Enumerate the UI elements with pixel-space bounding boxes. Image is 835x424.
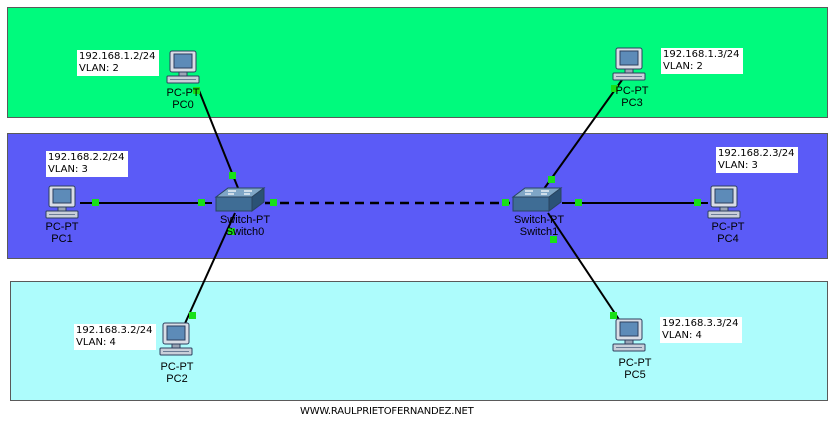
device-name-label: PC1 <box>51 233 73 245</box>
port-switch1-switch0 <box>502 199 509 206</box>
device-name-label: PC4 <box>717 233 739 245</box>
port-switch1-pc3 <box>548 176 555 183</box>
pc5-caption: PC-PT PC5 <box>595 357 675 381</box>
link-ports <box>92 85 701 319</box>
ip-address: 192.168.1.2/24 <box>79 51 156 62</box>
pc2-caption: PC-PT PC2 <box>137 361 217 385</box>
port-switch0-pc1 <box>198 199 205 206</box>
vlan-id: VLAN: 3 <box>718 160 758 171</box>
pc0-caption: PC-PT PC0 <box>143 87 223 111</box>
pc4-caption: PC-PT PC4 <box>688 221 768 245</box>
pc5-ip-label: 192.168.3.3/24 VLAN: 4 <box>660 317 742 343</box>
port-switch0-switch1 <box>270 199 277 206</box>
device-type-label: PC-PT <box>615 85 649 97</box>
port-switch1-pc4 <box>575 199 582 206</box>
vlan-id: VLAN: 2 <box>79 63 119 74</box>
pc-icon[interactable] <box>165 50 201 86</box>
pc1-caption: PC-PT PC1 <box>22 221 102 245</box>
link-pc3-switch1 <box>540 79 623 194</box>
pc0-ip-label: 192.168.1.2/24 VLAN: 2 <box>77 50 159 76</box>
vlan3-zone <box>7 133 828 259</box>
ip-address: 192.168.1.3/24 <box>663 49 740 60</box>
device-type-label: PC-PT <box>160 361 194 373</box>
port-switch0-pc0 <box>229 172 236 179</box>
ip-address: 192.168.3.3/24 <box>662 318 739 329</box>
link-pc5-switch1 <box>547 212 627 331</box>
switch-icon[interactable] <box>214 186 266 214</box>
pc3-ip-label: 192.168.1.3/24 VLAN: 2 <box>661 48 743 74</box>
pc-icon[interactable] <box>706 185 742 221</box>
device-name-label: PC0 <box>172 99 194 111</box>
footer-watermark: WWW.RAULPRIETOFERNANDEZ.NET <box>300 406 474 417</box>
vlan-id: VLAN: 2 <box>663 61 703 72</box>
ip-address: 192.168.2.2/24 <box>48 152 125 163</box>
pc3-caption: PC-PT PC3 <box>592 85 672 109</box>
device-type-label: PC-PT <box>711 221 745 233</box>
pc-icon[interactable] <box>44 185 80 221</box>
vlan-id: VLAN: 3 <box>48 164 88 175</box>
vlan-id: VLAN: 4 <box>76 337 116 348</box>
link-pc2-switch0 <box>181 212 236 331</box>
port-pc2 <box>189 312 196 319</box>
device-name-label: Switch1 <box>519 226 559 238</box>
device-name-label: Switch0 <box>225 226 265 238</box>
ip-address: 192.168.2.3/24 <box>718 148 795 159</box>
port-pc1 <box>92 199 99 206</box>
pc4-ip-label: 192.168.2.3/24 VLAN: 3 <box>716 147 798 173</box>
device-name-label: PC3 <box>621 97 643 109</box>
port-switch1-pc5 <box>550 236 557 243</box>
port-pc5 <box>610 312 617 319</box>
device-type-label: Switch-PT <box>219 214 271 226</box>
device-type-label: PC-PT <box>45 221 79 233</box>
switch1-caption: Switch-PT Switch1 <box>499 214 579 238</box>
pc2-ip-label: 192.168.3.2/24 VLAN: 4 <box>74 324 156 350</box>
port-switch0-pc2 <box>228 228 235 235</box>
port-pc3 <box>611 85 618 92</box>
ip-address: 192.168.3.2/24 <box>76 325 153 336</box>
port-pc0 <box>193 87 200 94</box>
switch-icon[interactable] <box>511 186 563 214</box>
pc1-ip-label: 192.168.2.2/24 VLAN: 3 <box>46 151 128 177</box>
port-pc4 <box>694 199 701 206</box>
pc-icon[interactable] <box>158 322 194 358</box>
device-name-label: PC5 <box>624 369 646 381</box>
pc-icon[interactable] <box>611 318 647 354</box>
device-type-label: PC-PT <box>166 87 200 99</box>
vlan-id: VLAN: 4 <box>662 330 702 341</box>
switch0-caption: Switch-PT Switch0 <box>205 214 285 238</box>
device-type-label: Switch-PT <box>513 214 565 226</box>
pc-icon[interactable] <box>611 47 647 83</box>
device-name-label: PC2 <box>166 373 188 385</box>
device-type-label: PC-PT <box>618 357 652 369</box>
